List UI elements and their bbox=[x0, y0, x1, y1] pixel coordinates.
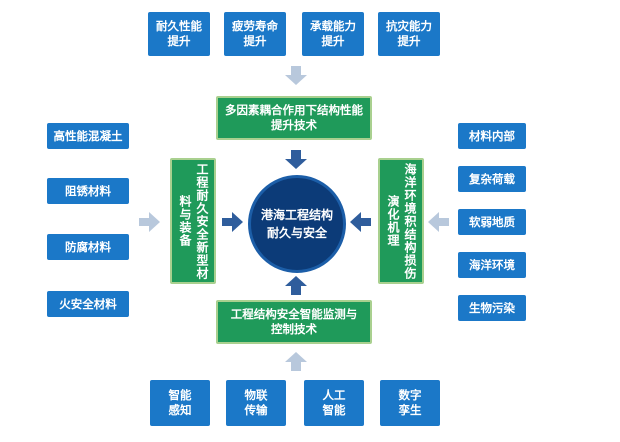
arrow-up-icon bbox=[285, 352, 307, 371]
left-box-fire: 火安全材料 bbox=[47, 291, 129, 317]
center-circle: 港海工程结构 耐久与安全 bbox=[248, 175, 346, 273]
left-box-anticorrosion: 防腐材料 bbox=[47, 234, 129, 260]
green-box-left: 工程耐久安全新型材 料与装备 bbox=[170, 158, 216, 284]
arrow-down-icon bbox=[285, 66, 307, 85]
arrow-right-icon bbox=[222, 212, 243, 232]
arrow-right-icon bbox=[139, 212, 160, 232]
left-box-rust: 阻锈材料 bbox=[47, 178, 129, 204]
arrow-up-icon bbox=[285, 276, 307, 295]
left-box-concrete: 高性能混凝土 bbox=[47, 123, 129, 149]
top-box-durability: 耐久性能 提升 bbox=[148, 12, 210, 56]
center-line-1: 港海工程结构 bbox=[260, 208, 333, 222]
bottom-box-twin: 数字 孪生 bbox=[380, 380, 440, 426]
bottom-box-sensing: 智能 感知 bbox=[150, 380, 210, 426]
bottom-box-ai: 人工 智能 bbox=[304, 380, 364, 426]
green-left-label: 工程耐久安全新型材 料与装备 bbox=[178, 162, 209, 280]
center-line-2: 耐久与安全 bbox=[266, 226, 327, 240]
top-box-disaster: 抗灾能力 提升 bbox=[378, 12, 440, 56]
right-box-material: 材料内部 bbox=[458, 123, 526, 149]
green-box-bottom: 工程结构安全智能监测与 控制技术 bbox=[216, 300, 372, 344]
right-box-geology: 软弱地质 bbox=[458, 209, 526, 235]
right-box-biofouling: 生物污染 bbox=[458, 295, 526, 321]
top-box-fatigue: 疲劳寿命 提升 bbox=[224, 12, 286, 56]
green-box-right: 海洋环境积结构损伤 演化机理 bbox=[378, 158, 424, 284]
green-right-label: 海洋环境积结构损伤 演化机理 bbox=[386, 162, 417, 280]
top-box-capacity: 承载能力 提升 bbox=[302, 12, 364, 56]
arrow-left-icon bbox=[428, 212, 449, 232]
bottom-box-iot: 物联 传输 bbox=[226, 380, 286, 426]
green-box-top: 多因素耦合作用下结构性能 提升技术 bbox=[216, 96, 372, 140]
arrow-down-icon bbox=[285, 150, 307, 169]
arrow-left-icon bbox=[350, 212, 371, 232]
right-box-load: 复杂荷载 bbox=[458, 166, 526, 192]
right-box-ocean: 海洋环境 bbox=[458, 252, 526, 278]
